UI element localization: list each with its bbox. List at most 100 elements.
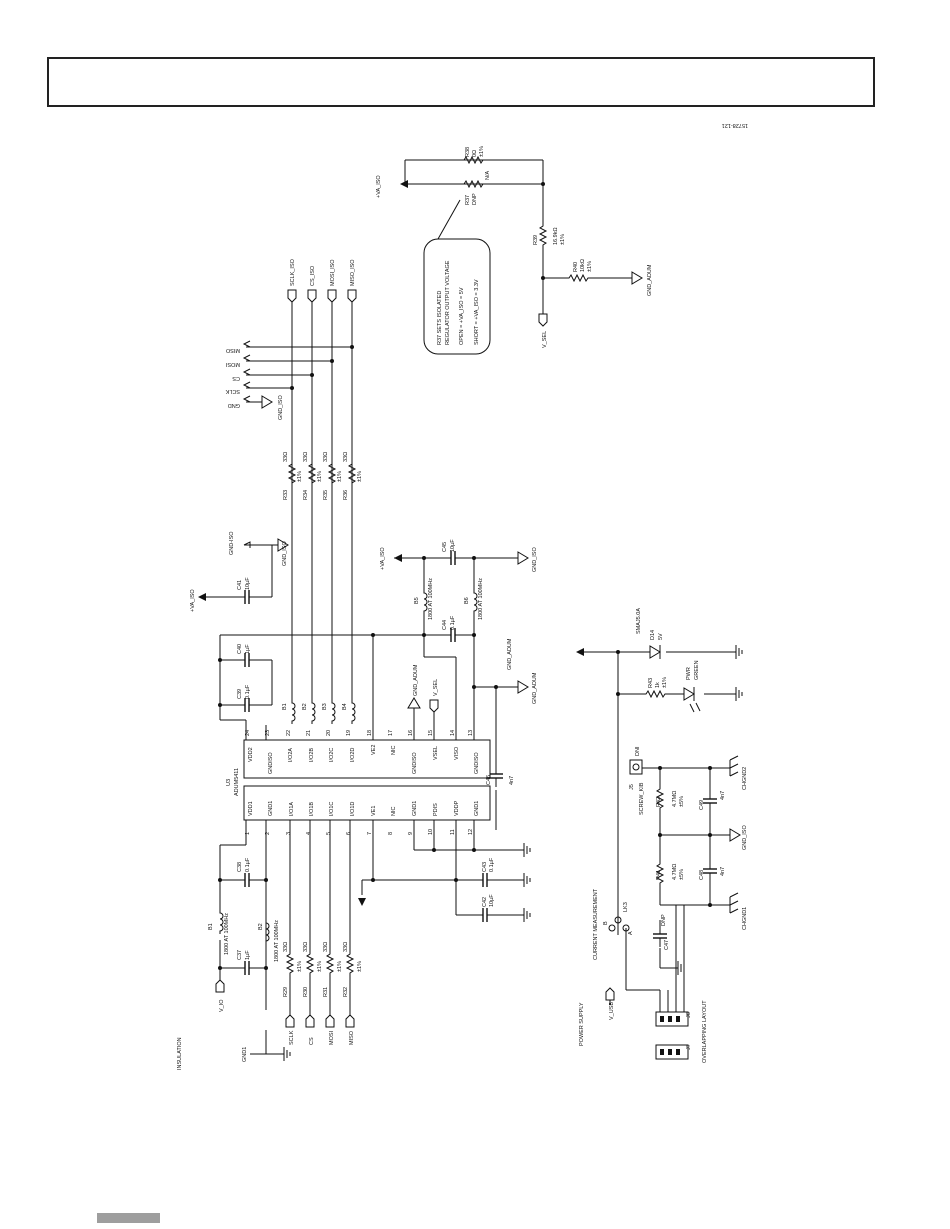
r29-tol: ±1% [297,961,303,972]
r37-label: R37 [465,195,471,205]
pin-7: 7 [367,832,373,835]
d14-label: D14 [650,630,656,640]
r33-label: R33 [283,490,289,500]
r39-tol: ±1% [560,234,566,245]
b6-value: 1800 AT 100MHz [478,578,484,620]
pin-19: 19 [346,730,352,736]
pn-vdd2: VDD2 [248,747,254,762]
r38-label: R38 [465,147,471,157]
chgnd1-label: CHGND1 [742,907,748,930]
c38-value: 0.1µF [245,857,251,872]
r41-tol: ±5% [679,869,685,880]
gnd-adum-right: GND_ADUM [507,638,513,670]
gnd-iso-c-label: GND-ISO [229,531,235,555]
cs-bar: CS [232,375,240,381]
r36-tol: ±1% [357,471,363,482]
r36-value: 33Ω [343,452,349,462]
c40-value: 1µF [245,644,251,654]
c43-label: C43 [482,862,488,872]
r30-tol: ±1% [317,961,323,972]
r40-tol: ±1% [587,261,593,272]
pn-io1a: I/O1A [289,802,295,816]
gnd1-label: GND1 [242,1047,248,1062]
gnd-iso-right: GND_ISO [742,825,748,850]
pn-gndiso-23: GNDISO [268,752,274,774]
r34-value: 33Ω [303,452,309,462]
r31-label: R31 [323,987,329,997]
r30-value: 33Ω [303,942,309,952]
r32-value: 33Ω [343,942,349,952]
pin-6: 6 [346,832,352,835]
b1-top-label: B1 [282,703,288,710]
r35-label: R35 [323,490,329,500]
gnd-adum-top: GND_ADUM [647,264,653,296]
j5-value: SCREW_KIB [639,782,645,815]
gnd-iso-c45: GND_ISO [532,547,538,572]
c45-value: 10µF [450,539,456,552]
b2-bot-value: 1800 AT 100MHz [274,920,280,962]
lk3-b: B [603,921,609,925]
d14-part: SMAJ5.0A [636,608,642,634]
c44-value: 0.1µF [450,615,456,630]
pn-vsel: VSEL [433,746,439,760]
pin-12: 12 [468,829,474,835]
note-line-4: SHORT = +VA_ISO = 3.3V [474,279,480,345]
r38-value: 0Ω [472,150,478,157]
pin-18: 18 [367,730,373,736]
chgnd2-label: CHGND2 [742,767,748,790]
mosi-bar: MOSI [225,361,240,367]
u3-part: ADUM5411 [234,768,240,796]
u3-top-box [243,739,491,779]
pin-22: 22 [286,730,292,736]
r34-label: R34 [303,490,309,500]
pn-nic-8: NIC [391,807,397,817]
pwr-label: PWR [686,667,692,680]
c44-label: C44 [442,620,448,630]
r33-value: 33Ω [283,452,289,462]
pin-24: 24 [245,730,251,736]
pn-nic-17: NIC [391,746,397,756]
r41-value: 4.7MΩ [672,864,678,880]
pn-ve2: VE2 [371,745,377,755]
d14-value: 5V [658,633,664,640]
c49-label: C49 [699,800,705,810]
c39-label: C39 [237,689,243,699]
r39-value: 16.9kΩ [553,227,559,245]
pn-gndiso-16: GNDISO [412,752,418,774]
pn-ve1: VE1 [371,806,377,816]
va-iso-b5: +VA_ISO [380,547,386,570]
header-box [47,57,875,107]
b5-label: B5 [414,597,420,604]
b1-bot-label: B1 [208,923,214,930]
r41-label: R41 [656,870,662,880]
figure-id: 15728-121 [722,122,748,128]
pn-io1d: I/O1D [350,802,356,816]
pin-9: 9 [408,832,414,835]
r42-value: 4.7MΩ [672,791,678,807]
gnd-iso-b-label: GND_ISO [282,541,288,566]
mosi-label: MOSI [329,1030,335,1045]
c42-label: C42 [482,897,488,907]
pin-14: 14 [450,730,456,736]
cs-iso: CS_ISO [310,265,316,286]
va-iso-top-label: +VA_ISO [376,175,382,198]
pn-io2c: I/O2C [329,748,335,762]
sclk-label: SCLK [289,1030,295,1045]
r43-value: 1k [655,682,661,688]
r43-tol: ±1% [662,677,668,688]
c45-label: C45 [442,542,448,552]
pn-gnd1-2: GND1 [268,801,274,816]
r42-label: R42 [656,797,662,807]
gnd-adum-mid: GND_ADUM [413,664,419,696]
pn-pdis: PDIS [433,803,439,816]
r34-tol: ±1% [317,471,323,482]
r39-label: R39 [533,235,539,245]
r36-label: R36 [343,490,349,500]
miso-bar: MISO [225,347,240,353]
b3-top-label: B3 [322,703,328,710]
lk3-label: LK3 [623,902,629,912]
pin-20: 20 [326,730,332,736]
pin-4: 4 [306,832,312,835]
sclk-iso: SCLK_ISO [290,258,296,286]
